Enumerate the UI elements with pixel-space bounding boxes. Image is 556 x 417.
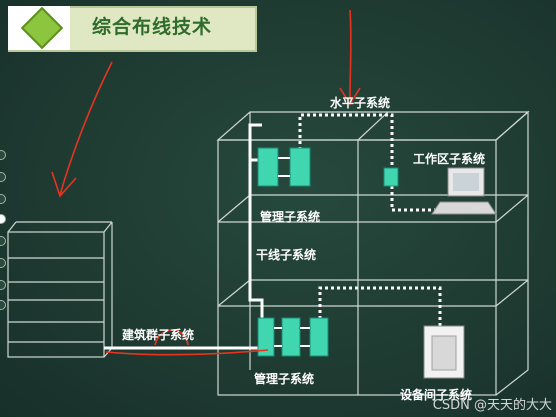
loop-stroke [154,329,189,346]
server-cabinet-icon [423,325,465,379]
patch-panel [257,317,275,357]
label-campus-subsystem: 建筑群子系统 [122,328,195,342]
label-backbone-subsystem: 干线子系统 [256,248,317,262]
nav-dot[interactable] [0,258,6,268]
computer-workstation-icon [431,167,497,215]
page-title: 综合布线技术 [92,16,213,38]
small-building [7,221,113,358]
underline-stroke [105,349,269,356]
nav-dot[interactable] [0,280,6,290]
arrow-head [339,87,361,106]
title-icon-box [8,6,70,50]
patch-panel [289,147,311,187]
arrow-head [51,171,77,198]
label-management-subsystem-lower: 管理子系统 [254,372,315,386]
watermark: CSDN @天天的大大 [432,398,552,413]
patch-panel-lower [257,317,329,357]
info-outlet [383,167,399,187]
patch-panel [281,317,301,357]
small-building-outline [7,231,105,358]
arrow-stroke [349,9,352,101]
patch-panel-upper [257,147,399,187]
label-horizontal-subsystem: 水平子系统 [330,96,391,110]
backbone-cable [104,123,270,350]
nav-dot[interactable] [0,150,6,160]
nav-dot[interactable] [0,300,6,310]
building-front [217,139,497,396]
horizontal-cable [298,113,442,330]
nav-dot[interactable] [0,172,6,182]
nav-dot-active[interactable] [0,214,6,224]
label-work-area-subsystem: 工作区子系统 [413,152,486,166]
nav-dot[interactable] [0,194,6,204]
red-annotations [51,9,361,356]
label-management-subsystem-upper: 管理子系统 [260,210,321,224]
label-equipment-room-subsystem: 设备间子系统 [400,388,473,402]
patch-panel [257,147,279,187]
nav-dot[interactable] [0,236,6,246]
patch-panel [309,317,329,357]
arrow-stroke [59,61,113,196]
